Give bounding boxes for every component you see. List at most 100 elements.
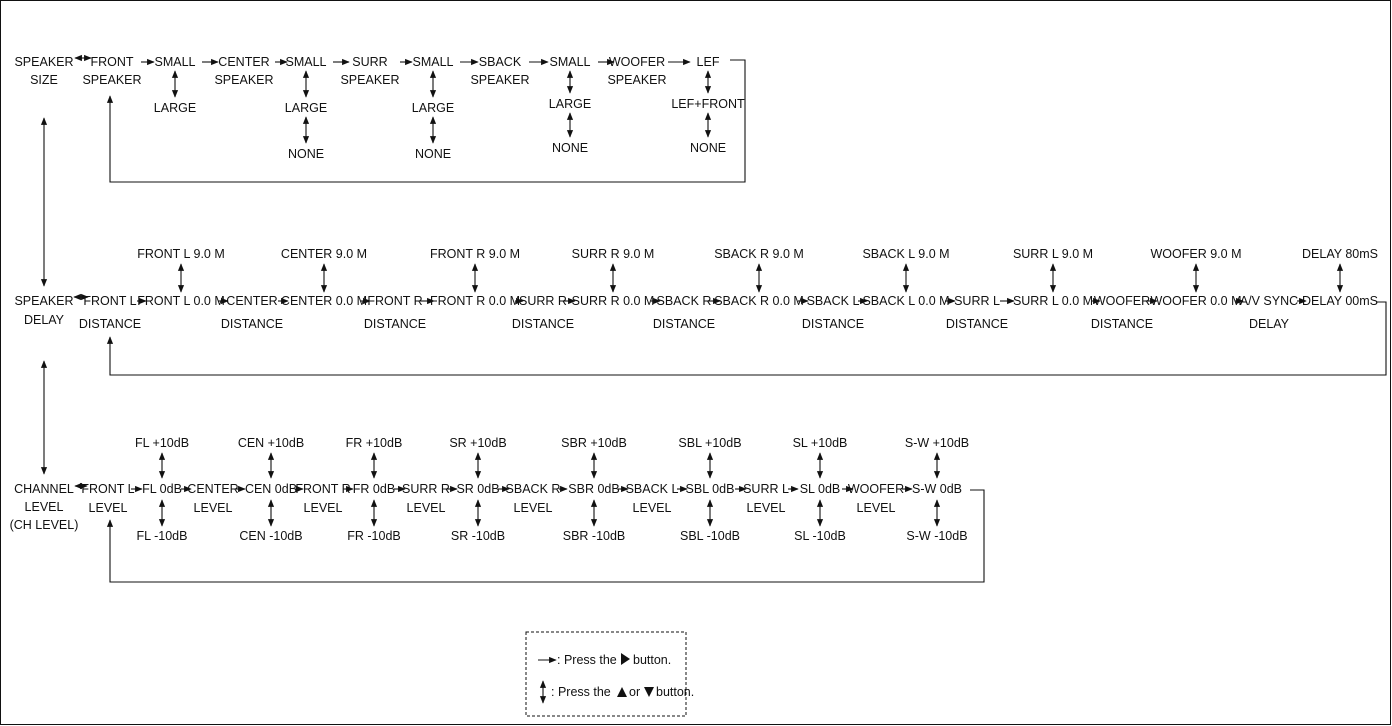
svg-text:SR 0dB: SR 0dB xyxy=(456,482,499,496)
svg-text:DELAY: DELAY xyxy=(1249,317,1290,331)
svg-text:WOOFER: WOOFER xyxy=(1094,294,1150,308)
svg-text:CEN 0dB: CEN 0dB xyxy=(245,482,297,496)
svg-text:FRONT R: FRONT R xyxy=(367,294,422,308)
center-level-node: CENTER LEVEL xyxy=(187,482,238,515)
sl-value-node: SL +10dB SL 0dB SL -10dB xyxy=(793,436,848,543)
svg-text:SPEAKER: SPEAKER xyxy=(607,73,666,87)
svg-text:S-W -10dB: S-W -10dB xyxy=(906,529,967,543)
svg-text:WOOFER 0.0 M: WOOFER 0.0 M xyxy=(1151,294,1242,308)
cen-value-node: CEN +10dB CEN 0dB CEN -10dB xyxy=(238,436,304,543)
legend-updown-text-pre: : Press the xyxy=(551,685,611,699)
svg-text:SURR R: SURR R xyxy=(402,482,450,496)
svg-text:LARGE: LARGE xyxy=(285,101,327,115)
lef-node: LEF LEF+FRONT NONE xyxy=(671,55,745,155)
svg-text:DISTANCE: DISTANCE xyxy=(221,317,283,331)
svg-text:SBACK: SBACK xyxy=(479,55,522,69)
sback-l-value-node: SBACK L 9.0 M SBACK L 0.0 M xyxy=(862,247,949,308)
sback-r-level-node: SBACK R LEVEL xyxy=(506,482,561,515)
legend-updown-or: or xyxy=(629,685,640,699)
svg-text:SBACK L 9.0 M: SBACK L 9.0 M xyxy=(862,247,949,261)
svg-text:SL +10dB: SL +10dB xyxy=(793,436,848,450)
up-triangle-icon xyxy=(617,687,627,697)
svg-text:LEVEL: LEVEL xyxy=(89,501,128,515)
svg-text:S-W +10dB: S-W +10dB xyxy=(905,436,969,450)
svg-text:DISTANCE: DISTANCE xyxy=(802,317,864,331)
woofer-level-node: WOOFER LEVEL xyxy=(848,482,904,515)
svg-text:LEVEL: LEVEL xyxy=(407,501,446,515)
center-small-node: SMALL LARGE NONE xyxy=(285,55,327,161)
svg-text:DELAY 80mS: DELAY 80mS xyxy=(1302,247,1378,261)
sback-l-distance-node: SBACK L DISTANCE xyxy=(802,294,864,331)
svg-text:SBL 0dB: SBL 0dB xyxy=(686,482,735,496)
legend-updown-text-post: button. xyxy=(656,685,694,699)
svg-text:DISTANCE: DISTANCE xyxy=(364,317,426,331)
svg-text:SPEAKER: SPEAKER xyxy=(214,73,273,87)
front-r-distance-node: FRONT R DISTANCE xyxy=(364,294,426,331)
svg-text:SMALL: SMALL xyxy=(413,55,454,69)
front-r-level-node: FRONT R LEVEL xyxy=(295,482,350,515)
svg-text:CENTER: CENTER xyxy=(226,294,277,308)
svg-text:DISTANCE: DISTANCE xyxy=(79,317,141,331)
svg-text:LEVEL: LEVEL xyxy=(194,501,233,515)
woofer-distance-node: WOOFER DISTANCE xyxy=(1091,294,1153,331)
speaker-size-head-line1: SPEAKER xyxy=(14,55,73,69)
sback-l-level-node: SBACK L LEVEL xyxy=(626,482,679,515)
svg-text:DISTANCE: DISTANCE xyxy=(946,317,1008,331)
svg-text:FRONT L: FRONT L xyxy=(81,482,134,496)
svg-text:DELAY 00mS: DELAY 00mS xyxy=(1302,294,1378,308)
svg-text:LARGE: LARGE xyxy=(412,101,454,115)
svg-text:LEVEL: LEVEL xyxy=(857,501,896,515)
sback-speaker-node: SBACK SPEAKER xyxy=(470,55,529,87)
front-l-level-node: FRONT L LEVEL xyxy=(81,482,134,515)
svg-text:CENTER: CENTER xyxy=(187,482,238,496)
speaker-delay-row: SPEAKER DELAY FRONT L DISTANCE FRONT L 9… xyxy=(14,247,1387,475)
svg-text:SURR R: SURR R xyxy=(519,294,567,308)
surr-l-distance-node: SURR L DISTANCE xyxy=(946,294,1008,331)
svg-text:LEVEL: LEVEL xyxy=(304,501,343,515)
speaker-size-arrows xyxy=(40,54,746,287)
svg-text:WOOFER: WOOFER xyxy=(848,482,904,496)
sw-value-node: S-W +10dB S-W 0dB S-W -10dB xyxy=(905,436,969,543)
channel-level-head-line1: CHANNEL xyxy=(14,482,74,496)
svg-text:SURR L 0.0 M: SURR L 0.0 M xyxy=(1013,294,1093,308)
svg-text:SMALL: SMALL xyxy=(286,55,327,69)
svg-text:LARGE: LARGE xyxy=(549,97,591,111)
svg-text:FL +10dB: FL +10dB xyxy=(135,436,189,450)
svg-text:SL -10dB: SL -10dB xyxy=(794,529,846,543)
svg-text:LEF: LEF xyxy=(697,55,720,69)
center-distance-node: CENTER DISTANCE xyxy=(221,294,283,331)
svg-text:LARGE: LARGE xyxy=(154,101,196,115)
svg-text:SPEAKER: SPEAKER xyxy=(82,73,141,87)
svg-text:FRONT L 0.0 M: FRONT L 0.0 M xyxy=(137,294,225,308)
speaker-size-row: SPEAKER SIZE FRONT SPEAKER SMALL LARGE C… xyxy=(14,54,746,287)
speaker-delay-head-line1: SPEAKER xyxy=(14,294,73,308)
channel-level-head-line2: LEVEL xyxy=(25,500,64,514)
svg-text:FRONT R 0.0 M: FRONT R 0.0 M xyxy=(430,294,520,308)
svg-text:SURR R 9.0 M: SURR R 9.0 M xyxy=(572,247,655,261)
svg-text:FR +10dB: FR +10dB xyxy=(346,436,403,450)
sback-small-node: SMALL LARGE NONE xyxy=(549,55,591,155)
svg-text:DISTANCE: DISTANCE xyxy=(653,317,715,331)
surr-l-value-node: SURR L 9.0 M SURR L 0.0 M xyxy=(1013,247,1093,308)
svg-text:SPEAKER: SPEAKER xyxy=(340,73,399,87)
svg-text:CEN -10dB: CEN -10dB xyxy=(239,529,302,543)
svg-text:FL -10dB: FL -10dB xyxy=(137,529,188,543)
svg-text:DISTANCE: DISTANCE xyxy=(1091,317,1153,331)
svg-text:SR +10dB: SR +10dB xyxy=(449,436,506,450)
svg-text:CENTER: CENTER xyxy=(218,55,269,69)
svg-text:FRONT L: FRONT L xyxy=(83,294,136,308)
svg-text:SBL -10dB: SBL -10dB xyxy=(680,529,740,543)
svg-text:SURR: SURR xyxy=(352,55,387,69)
surr-small-node: SMALL LARGE NONE xyxy=(412,55,454,161)
svg-text:FRONT L 9.0 M: FRONT L 9.0 M xyxy=(137,247,225,261)
svg-text:NONE: NONE xyxy=(288,147,324,161)
svg-text:SR -10dB: SR -10dB xyxy=(451,529,505,543)
svg-text:LEVEL: LEVEL xyxy=(747,501,786,515)
sback-r-distance-node: SBACK R DISTANCE xyxy=(653,294,715,331)
svg-text:CENTER 9.0 M: CENTER 9.0 M xyxy=(281,247,367,261)
legend-box: : Press the button. : Press the or butto… xyxy=(525,631,694,717)
channel-level-arrows xyxy=(74,452,985,583)
front-speaker-node: FRONT SPEAKER xyxy=(82,55,141,87)
svg-text:FRONT: FRONT xyxy=(90,55,133,69)
